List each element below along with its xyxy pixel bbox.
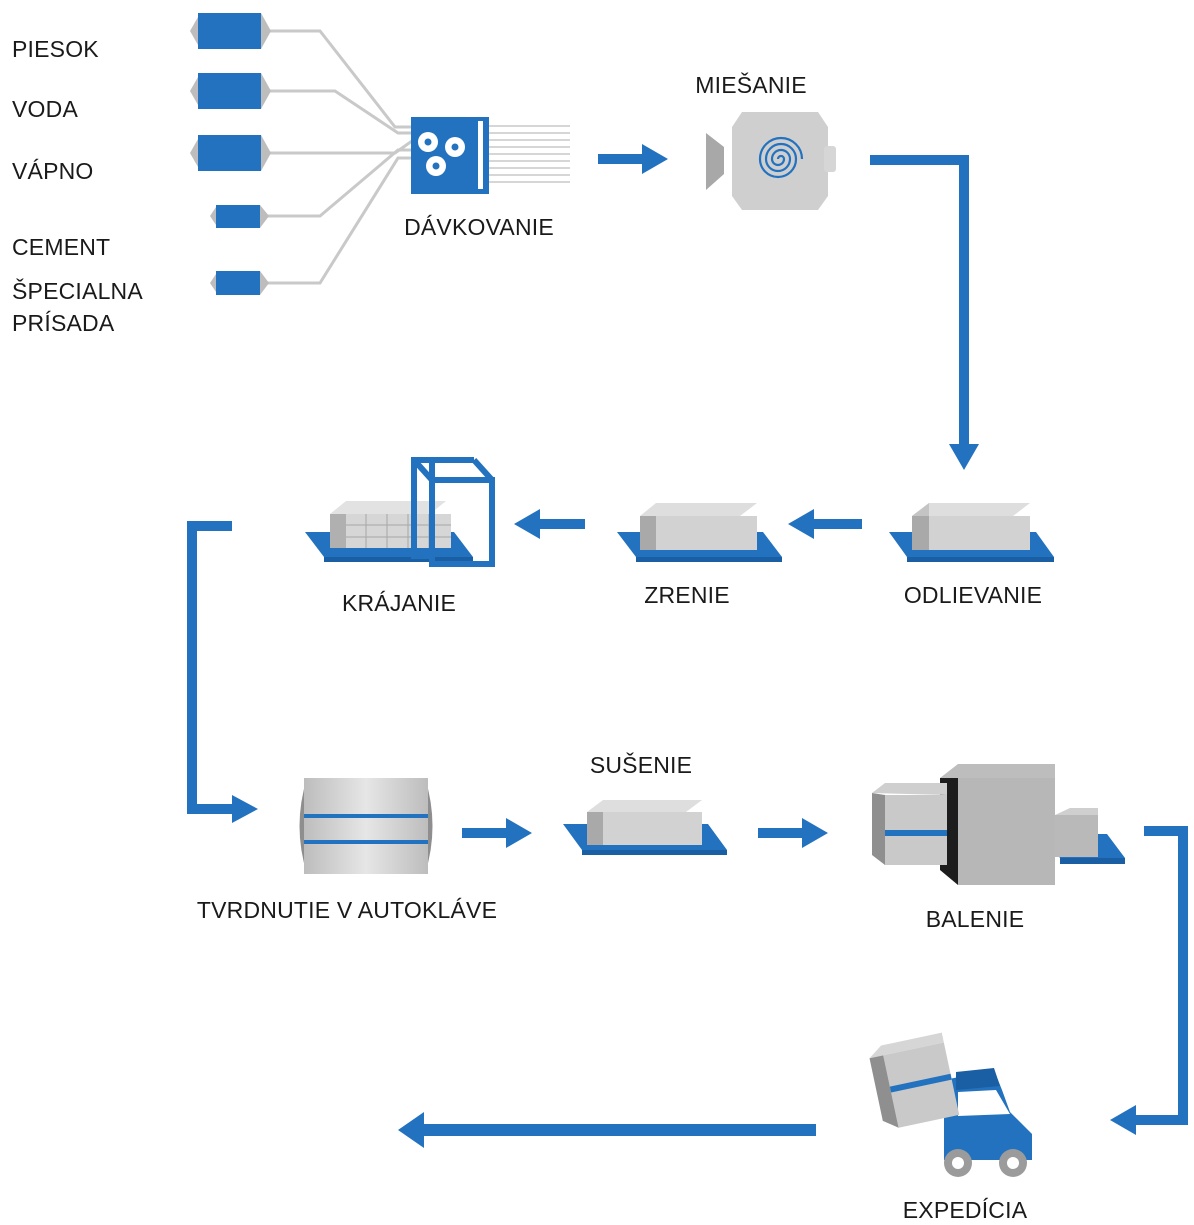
mold-pallet-icon bbox=[889, 503, 1054, 562]
autoclave-icon bbox=[299, 778, 433, 874]
cutting-frame-icon bbox=[305, 457, 495, 567]
supply-pipes bbox=[264, 29, 413, 285]
label-cement: CEMENT bbox=[12, 234, 111, 260]
dosing-unit-icon bbox=[411, 117, 570, 194]
label-miesanie: MIEŠANIE bbox=[695, 72, 807, 98]
silo-icon bbox=[190, 13, 271, 49]
silo-icon bbox=[210, 205, 269, 228]
silo-icon bbox=[190, 73, 271, 109]
flow-arrow-icon bbox=[232, 444, 1136, 1135]
label-prisada: PRÍSADA bbox=[12, 310, 115, 336]
silo-icon bbox=[190, 135, 271, 171]
mold-pallet-icon bbox=[617, 503, 782, 562]
silo-icon bbox=[210, 271, 269, 295]
label-davkovanie: DÁVKOVANIE bbox=[404, 214, 554, 240]
label-specialna: ŠPECIALNA bbox=[12, 278, 143, 304]
label-balenie: BALENIE bbox=[925, 906, 1025, 932]
label-expedicia: EXPEDÍCIA bbox=[902, 1197, 1028, 1223]
label-piesok: PIESOK bbox=[12, 36, 99, 62]
label-krajanie: KRÁJANIE bbox=[341, 590, 457, 616]
label-zrenie: ZRENIE bbox=[644, 582, 730, 608]
flow-arrow-icon bbox=[398, 144, 862, 1148]
delivery-truck-icon bbox=[869, 1032, 1032, 1177]
flow-path bbox=[187, 155, 1188, 1125]
label-odlievanie: ODLIEVANIE bbox=[903, 582, 1043, 608]
mixer-icon bbox=[706, 112, 836, 210]
label-autoklav: TVRDNUTIE V AUTOKLÁVE bbox=[196, 897, 498, 923]
label-vapno: VÁPNO bbox=[12, 158, 94, 184]
packaging-machine-icon bbox=[872, 764, 1125, 885]
label-voda: VODA bbox=[12, 96, 78, 122]
label-susenie: SUŠENIE bbox=[589, 752, 693, 778]
mold-pallet-icon bbox=[563, 800, 727, 855]
